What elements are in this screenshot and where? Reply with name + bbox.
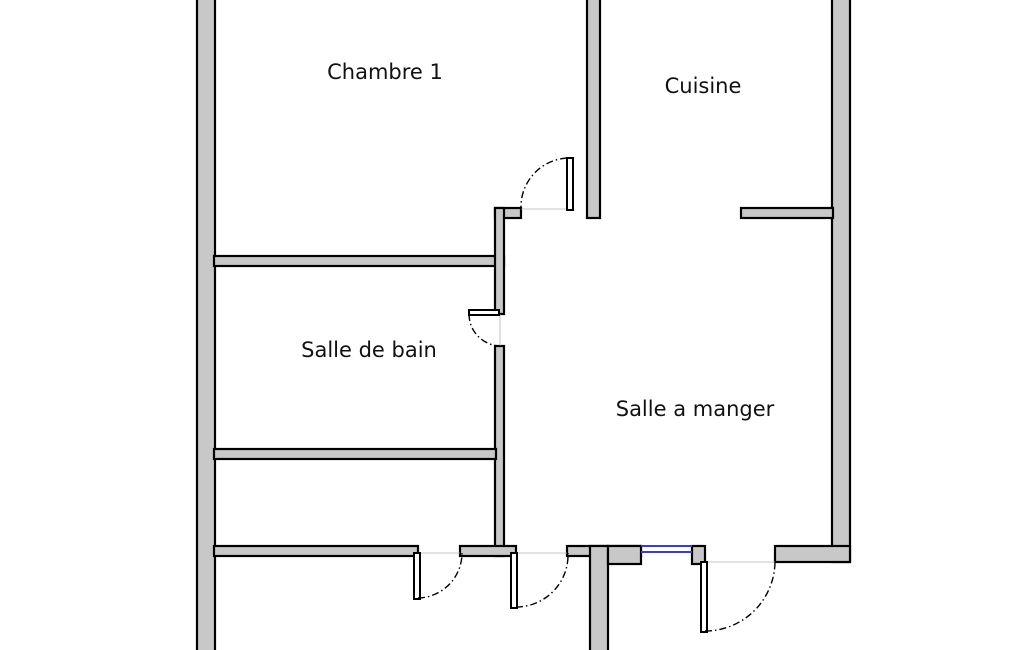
wall-chambre-bottom [212, 254, 506, 268]
window [641, 545, 692, 553]
wall-left-outer [195, 0, 217, 650]
wall-central-upper [493, 206, 506, 316]
wall-cuisine-partition [739, 206, 835, 220]
wall-lower-mid [458, 544, 518, 558]
room-labels: Chambre 1 Cuisine Salle de bain Salle a … [301, 60, 774, 421]
wall-entrance-right [773, 544, 852, 564]
room-label-salle-a-manger: Salle a manger [616, 397, 775, 421]
door-lower-middle-swing [515, 552, 569, 608]
wall-bain-bottom [212, 447, 498, 461]
doors [413, 157, 776, 633]
door-lower-middle-leaf [510, 552, 518, 609]
door-chambre1 [520, 157, 574, 211]
door-lower-middle [510, 552, 569, 609]
door-bain-swing [468, 313, 501, 347]
door-bain-leaf [468, 309, 500, 316]
door-entrance-swing [704, 561, 776, 632]
wall-chambre-cuisine [585, 0, 602, 220]
door-entrance [700, 561, 776, 633]
door-chambre1-leaf [566, 157, 574, 211]
wall-bottom-center [588, 544, 610, 650]
door-chambre1-swing [520, 157, 568, 210]
wall-lower-left [212, 544, 420, 558]
wall-window-right [690, 544, 707, 566]
room-label-cuisine: Cuisine [665, 74, 742, 98]
door-entrance-leaf [700, 561, 708, 633]
wall-right-outer [830, 0, 852, 564]
room-label-salle-de-bain: Salle de bain [301, 338, 437, 362]
door-lower-left-leaf [413, 552, 421, 600]
door-lower-left-swing [417, 552, 463, 599]
door-lower-left [413, 552, 463, 600]
wall-bottom-center-top [606, 544, 643, 566]
room-label-chambre1: Chambre 1 [327, 60, 443, 84]
door-salle-de-bain [468, 309, 501, 347]
walls [195, 0, 852, 650]
